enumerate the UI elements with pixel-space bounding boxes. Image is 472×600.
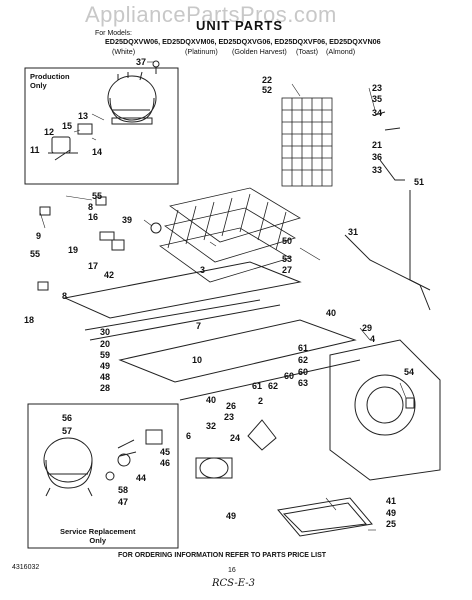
callout: 6: [186, 431, 192, 441]
callout: 28: [100, 383, 111, 393]
service-replacement-label: Service Replacement Only: [60, 527, 136, 545]
drain-pan-drawing: [277, 497, 373, 537]
model-numbers: ED25DQXVW06, ED25DQXVM06, ED25DQXVG06, E…: [105, 37, 381, 46]
fan-shroud-drawing: [329, 339, 441, 481]
callout: 61: [298, 343, 309, 353]
callout: 17: [88, 261, 99, 271]
callout: 50: [282, 236, 293, 246]
callout: 32: [206, 421, 217, 431]
callout: 14: [92, 147, 103, 157]
callout: 19: [68, 245, 79, 255]
watermark: AppliancePartsPros.com: [85, 2, 337, 27]
callout: 22: [262, 75, 273, 85]
callout: 42: [104, 270, 115, 280]
callout: 62: [298, 355, 309, 365]
callout: 52: [262, 85, 273, 95]
callout: 7: [196, 321, 202, 331]
document-number: 4316032: [12, 564, 40, 571]
callout: 41: [386, 496, 397, 506]
callout: 48: [100, 372, 111, 382]
compressor-service-drawing: [43, 429, 163, 497]
color-toast: (Toast): [296, 47, 318, 56]
relay-production-drawing: [48, 123, 93, 161]
page-title: UNIT PARTS: [196, 18, 284, 33]
callout: 33: [372, 165, 383, 175]
color-platinum: (Platinum): [185, 47, 218, 56]
callout: 2: [258, 396, 264, 406]
color-white: (White): [112, 47, 136, 56]
callout: 9: [36, 231, 42, 241]
callout: 40: [206, 395, 217, 405]
callout: 26: [226, 401, 237, 411]
color-almond: (Almond): [326, 47, 356, 56]
callout: 60: [298, 367, 309, 377]
callout: 27: [282, 265, 293, 275]
callout: 53: [282, 254, 293, 264]
callout: 23: [224, 412, 235, 422]
service-replacement-box: [27, 403, 179, 549]
callout: 49: [100, 361, 111, 371]
ordering-info-footer: FOR ORDERING INFORMATION REFER TO PARTS …: [118, 552, 327, 559]
callout: 45: [160, 447, 171, 457]
callout: 63: [298, 378, 309, 388]
callout: 40: [326, 308, 337, 318]
callout: 4: [370, 334, 376, 344]
callout: 36: [372, 152, 383, 162]
callout: 57: [62, 426, 73, 436]
callout: 21: [372, 140, 383, 150]
callout: 47: [118, 497, 129, 507]
callout: 55: [30, 249, 41, 259]
leader-lines: [39, 61, 407, 531]
callout: 34: [372, 108, 383, 118]
callout: 30: [100, 327, 111, 337]
callout: 61: [252, 381, 263, 391]
callout: 39: [122, 215, 133, 225]
callout: 11: [30, 145, 40, 155]
tubing-drawing: [344, 159, 431, 311]
callout: 15: [62, 121, 73, 131]
callout: 29: [362, 323, 373, 333]
callout: 49: [386, 508, 397, 518]
callout: 59: [100, 350, 111, 360]
callout: 25: [386, 519, 397, 529]
for-models-label: For Models:: [95, 30, 132, 37]
callout: 46: [160, 458, 171, 468]
callout: 35: [372, 94, 383, 104]
callout: 23: [372, 83, 383, 93]
callout: 31: [348, 227, 359, 237]
callout: 58: [118, 485, 129, 495]
callout: 12: [44, 127, 55, 137]
page-number: 16: [228, 567, 236, 574]
callout: 20: [100, 339, 111, 349]
handwritten-note: RCS-E-3: [212, 578, 256, 589]
color-golden-harvest: (Golden Harvest): [232, 47, 287, 56]
callout: 8: [88, 202, 94, 212]
callout: 3: [200, 265, 206, 275]
callout: 56: [62, 413, 73, 423]
callout: 54: [404, 367, 415, 377]
callout: 51: [414, 177, 425, 187]
production-only-box: [24, 67, 179, 185]
callout: 24: [230, 433, 241, 443]
compressor-production-drawing: [107, 71, 157, 125]
callout: 60: [284, 371, 295, 381]
callout: 8: [62, 291, 68, 301]
evaporator-drawing: [281, 97, 333, 187]
callout: 55: [92, 191, 103, 201]
production-only-label: Production Only: [30, 72, 70, 90]
callout: 13: [78, 111, 89, 121]
fan-motor-drawing: [195, 419, 277, 479]
condenser-coil-drawing: [159, 187, 301, 283]
callout: 44: [136, 473, 147, 483]
callout: 49: [226, 511, 237, 521]
small-parts-drawing: [37, 60, 415, 409]
callout: 62: [268, 381, 279, 391]
callout: 10: [192, 355, 203, 365]
callout: 37: [136, 57, 147, 67]
base-frame-drawing: [63, 261, 361, 401]
callout: 18: [24, 315, 35, 325]
callout: 16: [88, 212, 99, 222]
